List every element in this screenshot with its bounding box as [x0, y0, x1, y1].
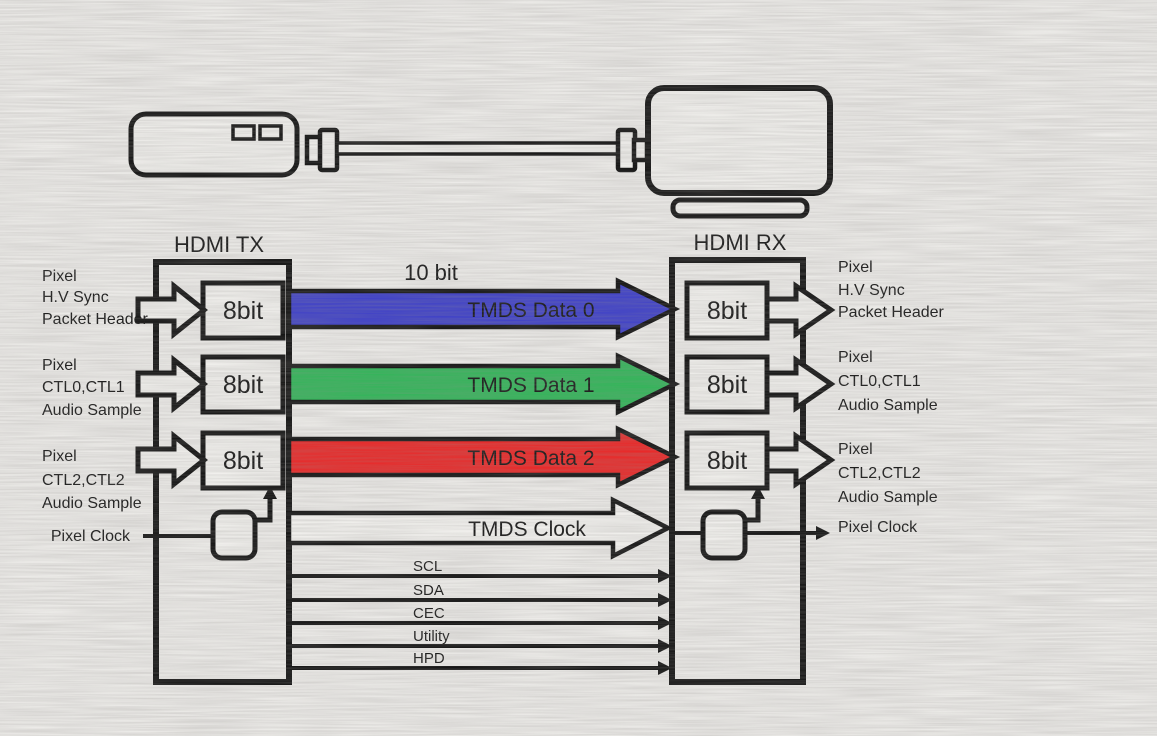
tx-input1-line3: Audio Sample — [42, 402, 142, 419]
scl-label: SCL — [413, 558, 442, 575]
tmds-data0-label: TMDS Data 0 — [467, 299, 594, 322]
sda-label: SDA — [413, 582, 444, 599]
tx-input0-line3: Packet Header — [42, 311, 149, 328]
rx-output2-line2: CTL2,CTL2 — [838, 465, 921, 482]
rx-title: HDMI RX — [694, 230, 787, 255]
hdmi-cable-icon — [335, 141, 620, 156]
tx-input0-line1: Pixel — [42, 268, 77, 285]
source-vent-icon — [258, 124, 283, 141]
tx-8bit-label-1: 8bit — [223, 371, 263, 399]
rx-output-arrows — [764, 281, 836, 489]
rx-8bit-label-2: 8bit — [707, 447, 747, 475]
source-device-icon — [128, 111, 300, 178]
rx-output0-line3: Packet Header — [838, 304, 945, 321]
rx-pixel-clock-label: Pixel Clock — [838, 519, 918, 536]
tmds-data2-label: TMDS Data 2 — [467, 447, 594, 470]
tx-input0-line2: H.V Sync — [42, 289, 109, 306]
source-vent-icon — [231, 124, 256, 141]
rx-8bit-label-1: 8bit — [707, 371, 747, 399]
hdmi-connector-left-icon — [317, 127, 340, 173]
rx-output1-line3: Audio Sample — [838, 397, 938, 414]
display-stand-icon — [670, 197, 810, 219]
rx-output0-line2: H.V Sync — [838, 282, 905, 299]
tx-input1-line2: CTL0,CTL1 — [42, 379, 125, 396]
rx-output1-line2: CTL0,CTL1 — [838, 373, 921, 390]
tx-input2-line1: Pixel — [42, 448, 77, 465]
rx-output1-line1: Pixel — [838, 349, 873, 366]
tmds-clock-label: TMDS Clock — [468, 518, 586, 541]
tx-title: HDMI TX — [174, 232, 264, 257]
tx-input-arrows — [135, 280, 209, 490]
tx-8bit-label-2: 8bit — [223, 447, 263, 475]
tx-clock-box — [210, 509, 258, 561]
ten-bit-label: 10 bit — [404, 260, 458, 285]
rx-8bit-label-0: 8bit — [707, 297, 747, 325]
tx-input2-line3: Audio Sample — [42, 495, 142, 512]
rx-8bit-boxes: 8bit 8bit 8bit — [684, 280, 770, 491]
tx-pixel-clock-label: Pixel Clock — [51, 528, 131, 545]
tmds-data1-label: TMDS Data 1 — [467, 374, 594, 397]
tx-input1-line1: Pixel — [42, 357, 77, 374]
hpd-label: HPD — [413, 650, 445, 667]
tx-8bit-boxes: 8bit 8bit 8bit — [200, 280, 286, 491]
cec-label: CEC — [413, 605, 445, 622]
tx-input2-line2: CTL2,CTL2 — [42, 472, 125, 489]
rx-output0-line1: Pixel — [838, 259, 873, 276]
utility-label: Utility — [413, 628, 450, 645]
display-device-icon — [645, 85, 833, 196]
rx-output2-line3: Audio Sample — [838, 489, 938, 506]
rx-output2-line1: Pixel — [838, 441, 873, 458]
tx-8bit-label-0: 8bit — [223, 297, 263, 325]
rx-clock-box — [700, 509, 748, 561]
